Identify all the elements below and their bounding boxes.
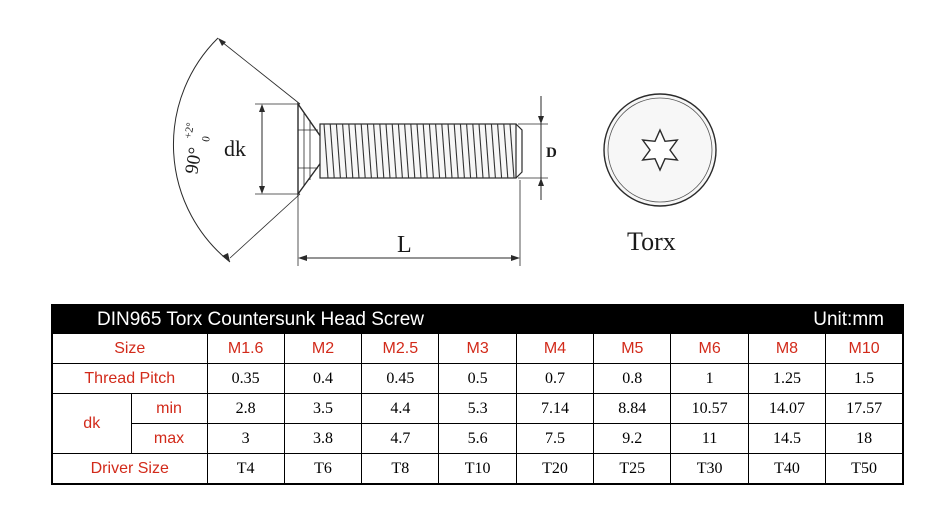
driver-cell: T30 (670, 453, 749, 485)
table-title: DIN965 Torx Countersunk Head Screw (52, 305, 594, 334)
size-cell: M3 (438, 333, 517, 364)
dk-max-cell: 18 (825, 423, 904, 454)
size-cell: M5 (593, 333, 672, 364)
driver-cell: T8 (361, 453, 440, 485)
size-cell: M4 (515, 333, 595, 364)
screw-drawing: 90° 0 +2° dk L D Torx (172, 37, 717, 266)
table-unit: Unit:mm (593, 305, 903, 334)
table-title-row: DIN965 Torx Countersunk Head Screw Unit:… (52, 305, 903, 334)
driver-cell: T10 (438, 453, 517, 485)
dk-max-row: max 3 3.8 4.7 5.6 7.5 9.2 11 14.5 18 (52, 423, 904, 454)
angle-tolerance-sup: +2° (182, 122, 197, 140)
driver-row-label: Driver Size (51, 453, 208, 485)
size-cell: M1.6 (206, 333, 285, 364)
angle-tolerance-sub: 0 (200, 135, 213, 143)
driver-cell: T40 (747, 453, 827, 485)
driver-cell: T6 (283, 453, 363, 485)
dk-max-cell: 3 (206, 423, 285, 454)
dk-max-cell: 11 (670, 423, 749, 454)
dk-min-cell: 14.07 (747, 393, 827, 424)
torx-drive-icon (641, 128, 679, 172)
pitch-cell: 1 (670, 363, 749, 394)
dk-max-cell: 14.5 (747, 423, 827, 454)
dk-max-cell: 7.5 (515, 423, 595, 454)
dk-min-row: dk min 2.8 3.5 4.4 5.3 7.14 8.84 10.57 1… (51, 393, 904, 454)
size-row-label: Size (51, 333, 208, 364)
dk-min-cell: 2.8 (206, 393, 285, 424)
dk-min-cell: 8.84 (593, 393, 672, 424)
dk-max-cell: 3.8 (283, 423, 363, 454)
pitch-row-label: Thread Pitch (51, 363, 208, 394)
pitch-cell: 0.7 (515, 363, 595, 394)
pitch-cell: 0.35 (206, 363, 285, 394)
size-cell: M2 (283, 333, 363, 364)
length-dimension-label: L (397, 232, 412, 258)
diameter-dimension-label: D (546, 145, 557, 161)
countersink-angle-arc (172, 37, 231, 263)
driver-cell: T25 (593, 453, 672, 485)
pitch-cell: 0.4 (283, 363, 363, 394)
angle-value: 90° (181, 146, 206, 176)
driver-cell: T4 (206, 453, 285, 485)
dk-min-cell: 7.14 (515, 393, 595, 424)
torx-top-view (603, 93, 717, 207)
dk-max-cell: 5.6 (438, 423, 517, 454)
angle-label: 90° 0 +2° (181, 122, 213, 176)
pitch-row: Thread Pitch 0.35 0.4 0.45 0.5 0.7 0.8 1… (51, 363, 904, 394)
spec-table: DIN965 Torx Countersunk Head Screw Unit:… (51, 304, 904, 485)
dk-row-label: dk (51, 393, 132, 454)
dk-max-label: max (130, 423, 208, 454)
screw-body (297, 101, 523, 197)
size-cell: M8 (747, 333, 827, 364)
dk-min-cell: 4.4 (361, 393, 440, 424)
dk-min-cell: 17.57 (825, 393, 904, 424)
size-cell: M6 (670, 333, 749, 364)
pitch-cell: 0.5 (438, 363, 517, 394)
dk-min-label: min (130, 393, 208, 424)
dk-dimension-label: dk (224, 136, 246, 161)
pitch-cell: 1.5 (825, 363, 904, 394)
size-cell: M10 (825, 333, 904, 364)
pitch-cell: 1.25 (747, 363, 827, 394)
dk-max-cell: 4.7 (361, 423, 440, 454)
driver-cell: T20 (515, 453, 595, 485)
drive-type-label: Torx (627, 227, 676, 256)
size-cell: M2.5 (361, 333, 440, 364)
pitch-cell: 0.8 (593, 363, 672, 394)
dk-min-cell: 10.57 (670, 393, 749, 424)
dk-min-cell: 5.3 (438, 393, 517, 424)
size-row: Size M1.6 M2 M2.5 M3 M4 M5 M6 M8 M10 (51, 333, 904, 364)
driver-cell: T50 (825, 453, 904, 485)
dk-max-cell: 9.2 (593, 423, 672, 454)
pitch-cell: 0.45 (361, 363, 440, 394)
dk-min-cell: 3.5 (283, 393, 363, 424)
driver-row: Driver Size T4 T6 T8 T10 T20 T25 T30 T40… (51, 453, 904, 485)
angle-arrow-bottom (222, 253, 230, 262)
